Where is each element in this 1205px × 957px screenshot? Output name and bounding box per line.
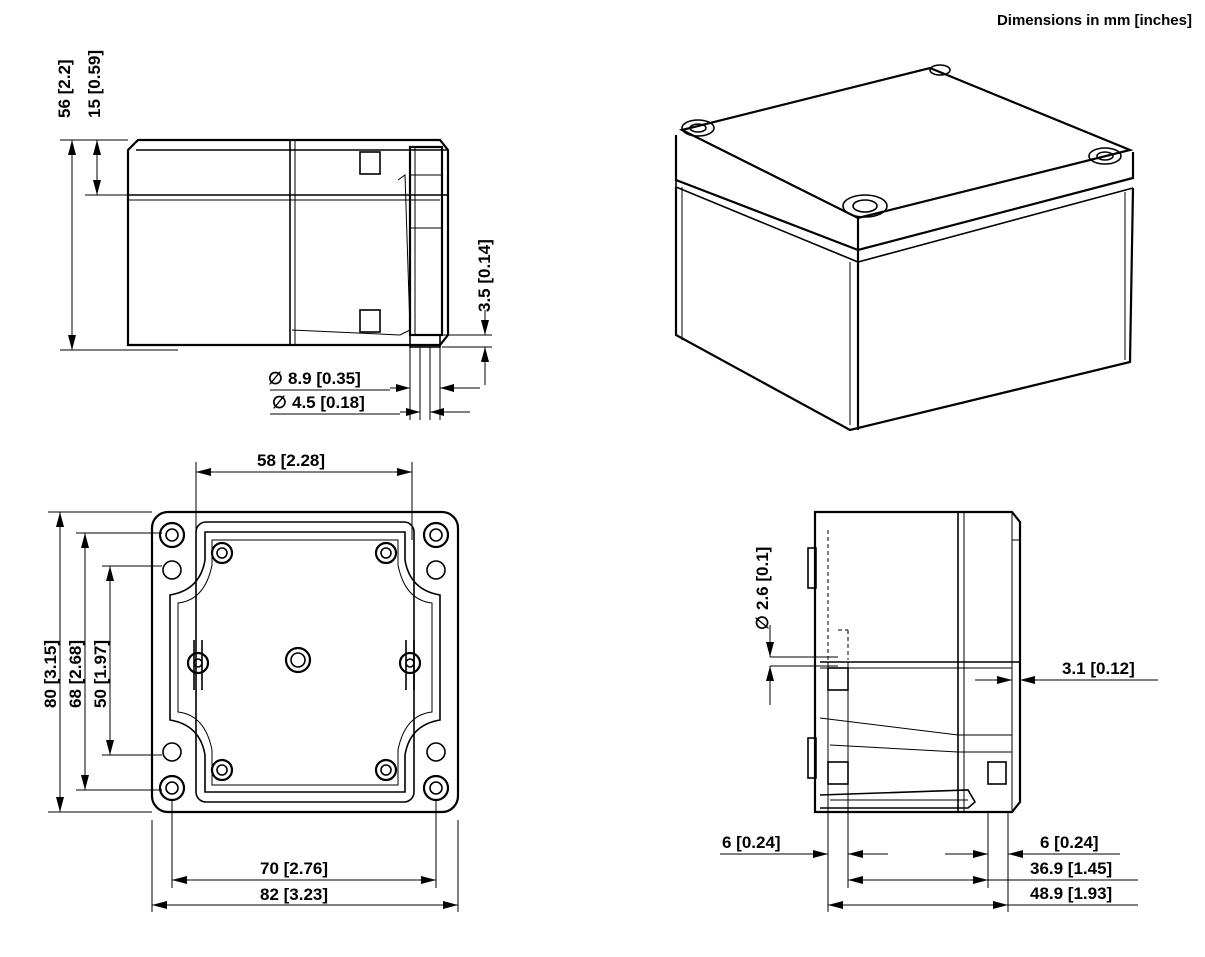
side-view: ∅ 2.6 [0.1] 3.1 [0.12] 6 [0.24] 6 [0.24]…	[720, 510, 1158, 912]
dim-front-boss-height: 3.5 [0.14]	[475, 239, 494, 312]
top-view: 58 [2.28] 80 [3.15] 68 [2.68] 50 [1.97] …	[41, 451, 460, 912]
dim-front-height-total: 56 [2.2]	[55, 59, 74, 118]
diameter-symbol: ∅	[268, 369, 283, 388]
dim-side-total-depth: 48.9 [1.93]	[1030, 884, 1112, 903]
units-note: Dimensions in mm [inches]	[997, 12, 1192, 29]
dim-top-width-holes: 70 [2.76]	[260, 859, 328, 878]
dim-top-hole-spacing-outer: 68 [2.68]	[66, 640, 85, 708]
dim-side-inner-depth: 36.9 [1.45]	[1030, 859, 1112, 878]
dim-side-hole-dia: 2.6 [0.1]	[753, 547, 772, 610]
dim-top-height-total: 80 [3.15]	[41, 640, 60, 708]
dim-front-boss-outer-dia: 8.9 [0.35]	[288, 369, 361, 388]
dim-top-hole-spacing-inner: 50 [1.97]	[91, 640, 110, 708]
front-body-outline	[126, 138, 450, 347]
dim-top-hole-spacing-x: 58 [2.28]	[257, 451, 325, 470]
isometric-view	[674, 64, 1135, 432]
front-view: 56 [2.2] 15 [0.59] 3.5 [0.14] ∅ 8.9 [0.3…	[55, 50, 494, 420]
dim-side-offset-left: 6 [0.24]	[722, 833, 781, 852]
dim-front-boss-inner-dia: 4.5 [0.18]	[292, 393, 365, 412]
diameter-symbol: ∅	[272, 393, 287, 412]
diameter-symbol: ∅	[753, 615, 772, 630]
dim-side-offset-right: 6 [0.24]	[1040, 833, 1099, 852]
dim-top-width-total: 82 [3.23]	[260, 885, 328, 904]
dim-front-lid-height: 15 [0.59]	[85, 50, 104, 118]
dim-side-wall-thickness: 3.1 [0.12]	[1062, 659, 1135, 678]
